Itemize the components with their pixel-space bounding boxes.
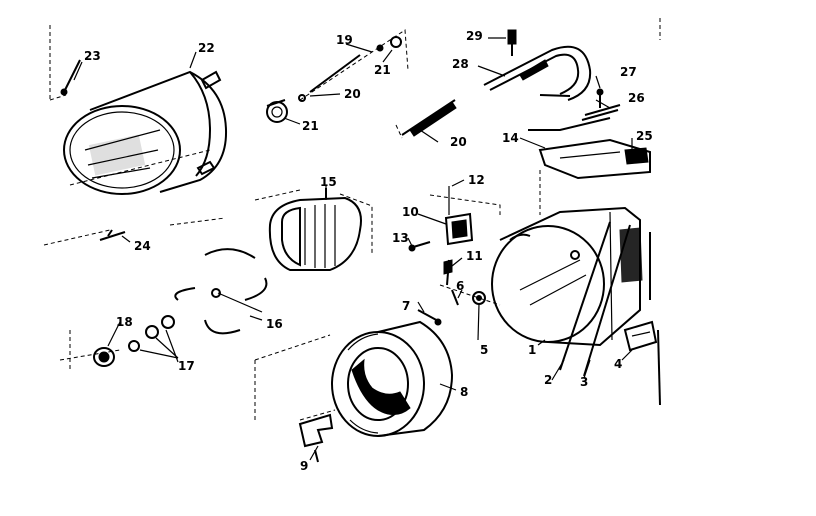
label-part-15: 15 <box>320 175 337 189</box>
motor-housing <box>63 70 228 195</box>
label-part-13: 13 <box>392 231 409 245</box>
label-part-21-upper: 21 <box>374 63 391 77</box>
label-part-4: 4 <box>614 357 622 371</box>
bushing-18 <box>93 347 115 367</box>
label-part-6: 6 <box>456 279 464 293</box>
plate-26 <box>581 104 621 121</box>
screw-19 <box>376 44 384 52</box>
screw-6 <box>451 289 459 306</box>
label-part-9: 9 <box>300 459 308 473</box>
label-part-2: 2 <box>544 373 552 387</box>
screw-27 <box>596 88 604 108</box>
label-part-3: 3 <box>580 375 588 389</box>
clip-24 <box>99 229 126 241</box>
label-part-20-middle: 20 <box>450 135 467 149</box>
label-part-23: 23 <box>84 49 101 63</box>
left-panel-outline <box>43 25 226 372</box>
right-upper-guides <box>539 18 661 215</box>
leader-lines <box>73 37 633 461</box>
bracket-14 <box>528 117 651 180</box>
label-part-12: 12 <box>468 173 485 187</box>
label-part-14: 14 <box>502 131 519 145</box>
part-number-labels: 23 22 19 21 20 21 24 29 28 27 26 25 14 2… <box>84 29 653 473</box>
bearing-21a <box>266 99 288 123</box>
label-part-10: 10 <box>402 205 419 219</box>
rod-20a <box>298 29 409 102</box>
u-bracket-28 <box>483 45 592 101</box>
label-part-11: 11 <box>466 249 483 263</box>
label-part-27: 27 <box>620 65 637 79</box>
label-part-1: 1 <box>528 343 536 357</box>
label-part-29: 29 <box>466 29 483 43</box>
terminal-block-4 <box>623 232 661 406</box>
label-part-19: 19 <box>336 33 353 47</box>
washers-17 <box>128 315 179 359</box>
label-part-17: 17 <box>178 359 195 373</box>
label-part-26: 26 <box>628 91 645 105</box>
label-part-16: 16 <box>266 317 283 331</box>
label-part-8: 8 <box>460 385 468 399</box>
end-bell-1 <box>491 206 643 347</box>
label-part-21-lower: 21 <box>302 119 319 133</box>
screw-7 <box>417 309 442 326</box>
label-part-25: 25 <box>636 129 653 143</box>
stator-8 <box>254 320 454 437</box>
washer-5 <box>472 291 486 305</box>
fan-16 <box>174 248 268 335</box>
label-part-22: 22 <box>198 41 215 55</box>
screw-23 <box>60 59 81 96</box>
bolts-2-3 <box>559 221 631 377</box>
label-part-7: 7 <box>402 299 410 313</box>
label-part-18: 18 <box>116 315 133 329</box>
label-part-24: 24 <box>134 239 151 253</box>
label-part-5: 5 <box>480 343 488 357</box>
label-part-28: 28 <box>452 57 469 71</box>
label-part-20-upper: 20 <box>344 87 361 101</box>
switch-assembly <box>408 186 501 306</box>
rotor-15 <box>254 188 373 271</box>
base-9 <box>298 413 334 463</box>
bar-30 <box>395 99 457 139</box>
bolt-29 <box>507 29 517 56</box>
washer-21b <box>390 36 402 48</box>
